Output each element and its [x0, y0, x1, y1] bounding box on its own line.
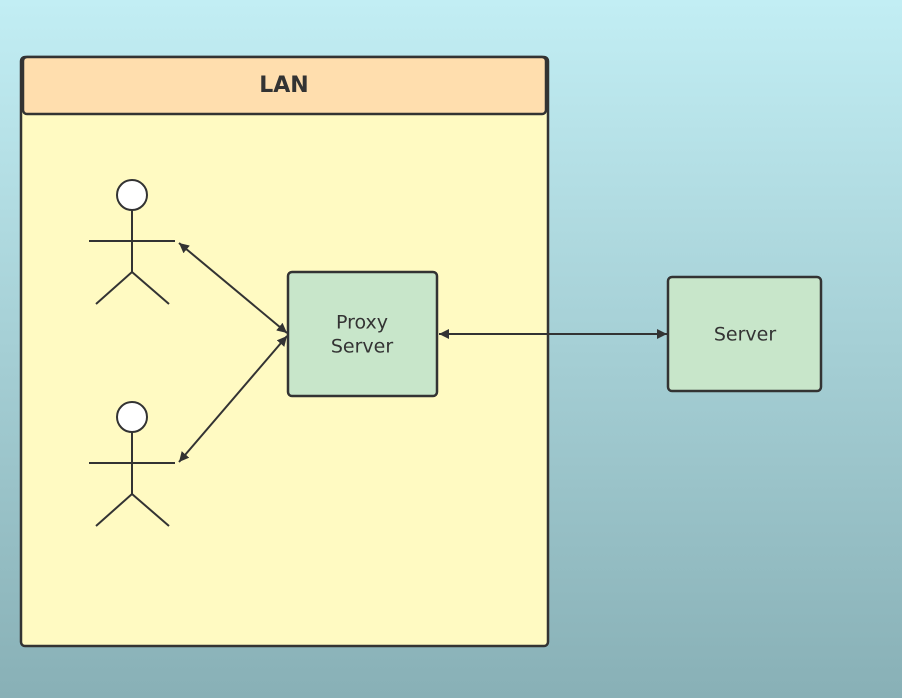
lan-container: LAN: [19, 55, 550, 648]
connector-actor2-proxy: [178, 335, 288, 463]
server-label: Server: [714, 324, 776, 346]
proxy-server-label-line2: Server: [331, 336, 393, 358]
proxy-server-node: Proxy Server: [286, 270, 439, 398]
server-node: Server: [666, 275, 823, 393]
lan-title: LAN: [259, 73, 308, 98]
connector-actor1-proxy: [178, 242, 288, 334]
lan-body: [19, 55, 550, 648]
lan-header: [21, 55, 548, 116]
proxy-server-label-line1: Proxy: [336, 312, 388, 334]
user-actor-2-icon: [89, 401, 175, 527]
user-actor-1-icon: [89, 179, 175, 305]
